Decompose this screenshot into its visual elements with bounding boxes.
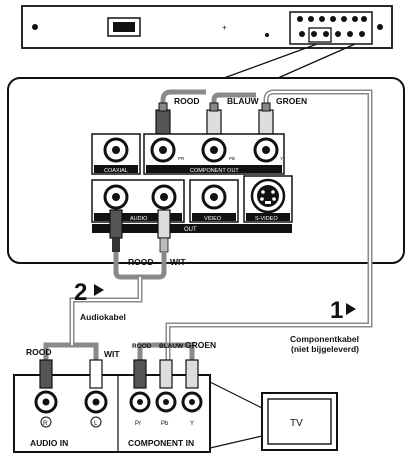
tv-y-label: Y: [190, 421, 194, 427]
tv-comp-green-label: GROEN: [185, 340, 216, 350]
tv-callout-lines: [209, 381, 263, 449]
coaxial-label: COAXIAL: [104, 168, 128, 174]
component-out-label: COMPONENT OUT: [190, 168, 239, 174]
video-out-jack: [189, 179, 239, 223]
out-label: OUT: [184, 227, 197, 233]
component-out-jacks: [143, 133, 285, 175]
svideo-out-jack: [243, 175, 293, 223]
tv-comp-red-label: ROOD: [132, 343, 152, 350]
audio-label: AUDIO: [130, 216, 148, 222]
step-2-number: 2: [74, 279, 87, 306]
tv-audio-white-label: WIT: [104, 349, 120, 359]
dvd-player-rear: +: [21, 5, 393, 49]
zoom-callout-lines: [223, 43, 356, 79]
tv-comp-blue-label: BLAUW: [159, 343, 184, 350]
tv-r-label: R: [43, 420, 48, 427]
tv-label: TV: [290, 418, 303, 429]
step-1-number: 1: [330, 297, 343, 324]
y-small-label: Y: [280, 156, 283, 161]
top-red-label: ROOD: [174, 96, 200, 106]
pb-small-label: PB: [229, 156, 235, 161]
svg-text:+: +: [222, 23, 227, 32]
component-in-label: COMPONENT IN: [128, 438, 194, 448]
audio-cable-inner: [71, 277, 141, 345]
tv-audio-red-label: ROOD: [26, 347, 52, 357]
component-cable-inner: [167, 91, 371, 365]
step-2-arrow: [94, 284, 104, 296]
svideo-label: S-VIDEO: [255, 216, 278, 222]
video-label: VIDEO: [204, 216, 222, 222]
tv-audio-plugs: [34, 359, 108, 428]
top-blue-label: BLAUW: [227, 96, 260, 106]
audio-in-label: AUDIO IN: [30, 438, 68, 448]
componentkabel-label: Componentkabel: [290, 334, 359, 344]
audio-red-label: ROOD: [128, 257, 154, 267]
step-1-arrow: [346, 303, 356, 315]
tv-pb-label: Pb: [161, 421, 169, 427]
top-green-label: GROEN: [276, 96, 307, 106]
tv-l-label: L: [94, 420, 98, 427]
tv-pr-label: Pr: [135, 421, 141, 427]
coaxial-jack: [91, 133, 141, 175]
audio-plugs-player: [109, 209, 171, 253]
out-bar: [92, 224, 292, 233]
tv-component-plugs: [129, 359, 203, 413]
niet-bijgeleverd-label: (niet bijgeleverd): [291, 344, 359, 354]
pr-small-label: PR: [178, 156, 185, 161]
audio-white-label: WIT: [170, 257, 186, 267]
tv-icon: [261, 392, 338, 451]
audiokabel-label: Audiokabel: [80, 312, 126, 322]
component-cable-tv: [137, 342, 195, 365]
